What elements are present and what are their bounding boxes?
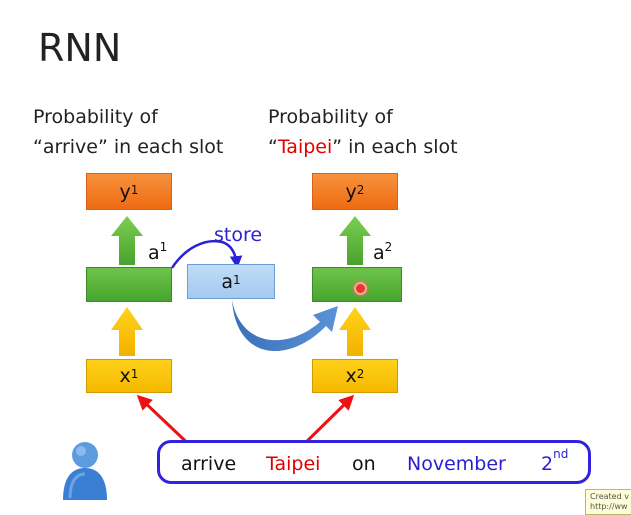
store-label: store bbox=[214, 224, 263, 246]
right-caption-line1: Probability of bbox=[268, 106, 393, 128]
right-hidden-to-output-arrow bbox=[339, 216, 371, 265]
left-caption: Probability of “arrive” in each slot bbox=[33, 102, 223, 162]
page-title: RNN bbox=[38, 26, 122, 70]
word-taipei: Taipei bbox=[266, 453, 321, 475]
left-caption-line1: Probability of bbox=[33, 106, 158, 128]
cursor-marker bbox=[353, 282, 367, 295]
user-icon bbox=[63, 442, 107, 500]
store-arrow bbox=[170, 239, 243, 269]
left-input-to-hidden-arrow bbox=[111, 307, 143, 356]
right-caption: Probability of “Taipei” in each slot bbox=[268, 102, 458, 162]
word-on: on bbox=[352, 453, 376, 475]
hidden-a1-label: a1 bbox=[148, 240, 168, 264]
hidden-layer-1-box bbox=[86, 267, 172, 302]
left-caption-line2: “arrive” in each slot bbox=[33, 136, 224, 158]
word-november: November bbox=[407, 453, 506, 475]
right-input-to-hidden-arrow bbox=[339, 307, 371, 356]
input-sentence: arrive Taipei on November 2nd bbox=[157, 440, 591, 484]
taipei-highlight: Taipei bbox=[277, 136, 333, 158]
right-caption-line2: “Taipei” in each slot bbox=[268, 136, 458, 158]
hidden-a2-label: a2 bbox=[373, 240, 393, 264]
watermark-badge: Created v http://ww bbox=[585, 489, 631, 515]
word-arrive: arrive bbox=[181, 453, 237, 475]
hidden-layer-2-box bbox=[312, 267, 402, 302]
word-2nd: 2nd bbox=[541, 447, 569, 475]
memory-to-hidden-arrow bbox=[232, 300, 338, 352]
left-hidden-to-output-arrow bbox=[111, 216, 143, 265]
